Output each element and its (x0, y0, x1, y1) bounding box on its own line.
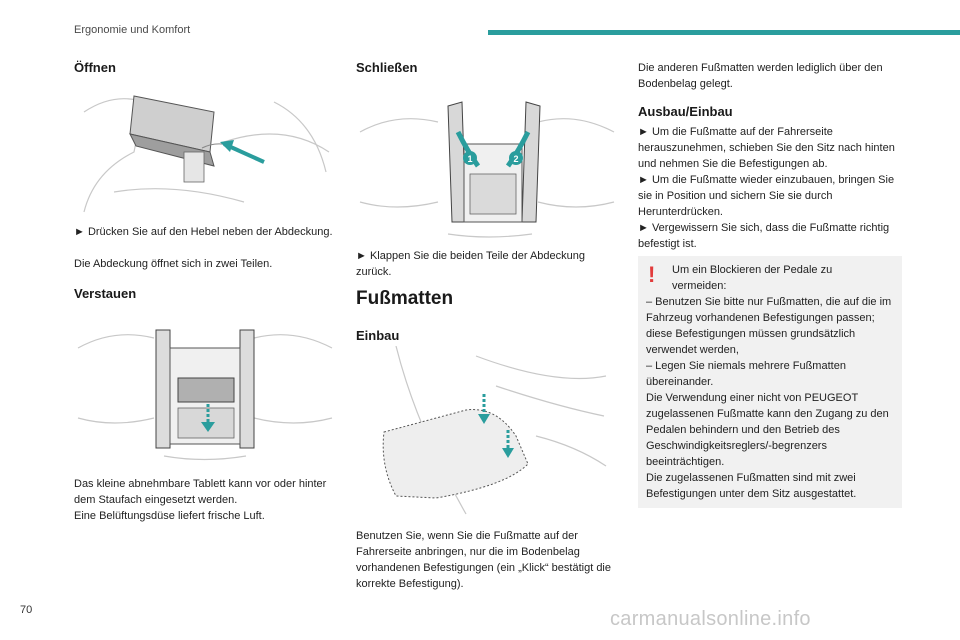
heading-ausbau-einbau: Ausbau/Einbau (638, 104, 733, 119)
illustration-close-cover: 1 2 (359, 101, 615, 238)
note-para-1: Die Verwendung einer nicht von PEUGEOT z… (646, 392, 889, 468)
warning-icon: ! (648, 262, 656, 287)
arrow-icon (201, 422, 215, 432)
verstauen-text-2: Eine Belüftungsdüse liefert frische Luft… (74, 510, 265, 522)
illustration-floor-mat (382, 346, 607, 515)
arrow-icon (478, 414, 490, 424)
offnen-step: ► Drücken Sie auf den Hebel neben der Ab… (74, 226, 333, 238)
einbau-text: Benutzen Sie, wenn Sie die Fußmatte auf … (356, 530, 611, 590)
heading-schliessen: Schließen (356, 60, 418, 75)
schliessen-step: ► Klappen Sie die beiden Teile der Abdec… (356, 250, 586, 278)
illustration-storage (77, 329, 333, 461)
note-title: Um ein Blockieren der Pedale zu vermeide… (672, 264, 833, 292)
verstauen-text-1: Das kleine abnehmbare Tablett kann vor o… (74, 478, 327, 506)
header-accent-bar (488, 30, 960, 35)
page-number: 70 (20, 604, 33, 616)
heading-offnen: Öffnen (74, 60, 116, 75)
step-1: ► Um die Fußmatte auf der Fahrerseite he… (638, 126, 895, 170)
section-title: Ergonomie und Komfort (74, 24, 191, 36)
step-badge-2 (509, 151, 523, 165)
watermark: carmanualsonline.info (610, 608, 811, 630)
svg-text:1: 1 (467, 154, 472, 164)
note-item-1: – Benutzen Sie bitte nur Fußmatten, die … (646, 296, 892, 356)
illustration-open-cover (83, 95, 330, 213)
warning-note: ! Um ein Blockieren der Pedale zu vermei… (638, 256, 902, 508)
arrow-icon (502, 448, 514, 458)
heading-verstauen: Verstauen (74, 286, 137, 301)
step-2: ► Um die Fußmatte wieder einzubauen, bri… (638, 174, 895, 218)
offnen-result: Die Abdeckung öffnet sich in zwei Teilen… (74, 258, 273, 270)
svg-text:2: 2 (513, 154, 518, 164)
step-3: ► Vergewissern Sie sich, dass die Fußmat… (638, 222, 890, 250)
note-para-2: Die zugelassenen Fußmatten sind mit zwei… (646, 472, 857, 500)
note-item-2: – Legen Sie niemals mehrere Fußmatten üb… (646, 360, 846, 388)
intro-text: Die anderen Fußmatten werden lediglich ü… (638, 62, 883, 90)
heading-einbau: Einbau (356, 328, 400, 343)
step-badge-1 (463, 151, 477, 165)
heading-fussmatten: Fußmatten (356, 288, 454, 309)
